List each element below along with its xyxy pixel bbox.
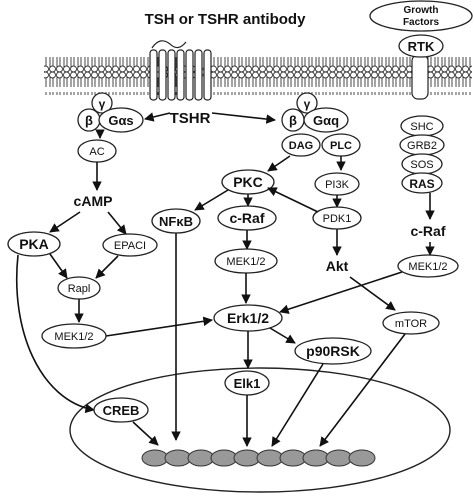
edge-erk-p90rsk xyxy=(269,327,296,344)
mek-left-node: MEK1/2 xyxy=(41,323,107,349)
erk-label: Erk1/2 xyxy=(227,310,269,326)
edge-pka-rapi xyxy=(49,253,68,279)
elk1-label: Elk1 xyxy=(234,376,261,391)
mek-right-node: MEK1/2 xyxy=(397,254,459,278)
shc-label: SHC xyxy=(410,121,433,133)
rapi-label: Rapl xyxy=(68,283,91,295)
pkc-node: PKC xyxy=(221,169,275,195)
camp-label: cAMP xyxy=(74,193,113,209)
shc-node: SHC xyxy=(400,115,444,137)
edge-akt-mtor xyxy=(349,276,396,311)
erk-node: Erk1/2 xyxy=(213,304,283,332)
mek-mid-label: MEK1/2 xyxy=(226,256,265,268)
epaci-node: EPACI xyxy=(102,233,158,257)
mtor-label: mTOR xyxy=(395,318,427,330)
ac-label: AC xyxy=(89,146,104,158)
akt-label: Akt xyxy=(326,258,349,274)
edge-pkc-nfkb xyxy=(194,189,229,211)
dag-node: DAG xyxy=(281,133,321,157)
mtor-node: mTOR xyxy=(382,311,440,335)
elk1-node: Elk1 xyxy=(224,370,270,396)
mek-mid-node: MEK1/2 xyxy=(214,248,278,274)
rapi-node: Rapl xyxy=(57,276,101,300)
pdk1-node: PDK1 xyxy=(312,206,362,230)
ac-node: AC xyxy=(77,139,117,163)
edge-dag-pkc xyxy=(267,155,291,172)
edge-mek-right-erk xyxy=(279,271,403,314)
mek-left-label: MEK1/2 xyxy=(54,331,93,343)
mek-right-label: MEK1/2 xyxy=(408,261,447,273)
diagram-title: TSH or TSHR antibody xyxy=(145,11,306,28)
gas-label: Gαs xyxy=(108,113,133,128)
edge-creb-dna xyxy=(132,421,159,446)
chromatin-strand xyxy=(141,449,376,467)
sos-node: SOS xyxy=(401,153,443,175)
rtk-label: RTK xyxy=(408,39,435,54)
craf-mid-label: c-Raf xyxy=(229,210,264,226)
plc-label: PLC xyxy=(330,140,352,152)
pdk1-label: PDK1 xyxy=(323,213,352,225)
p90rsk-node: p90RSK xyxy=(294,337,372,365)
pi3k-label: PI3K xyxy=(325,179,350,191)
growth-factors-node: Growth Factors xyxy=(369,0,473,32)
tshr-receptor-helices xyxy=(149,40,212,101)
g-protein-right: γ β Gαq xyxy=(281,92,349,133)
edge-mtor-dna xyxy=(319,333,406,447)
gamma-left-label: γ xyxy=(99,97,106,111)
gamma-right-label: γ xyxy=(304,97,311,111)
sos-label: SOS xyxy=(410,159,433,171)
edge-mek-left-erk xyxy=(105,316,213,337)
nfkb-label: NFκB xyxy=(159,214,193,229)
epaci-label: EPACI xyxy=(114,240,146,252)
edge-tshr-gas xyxy=(144,112,171,122)
craf-right-label: c-Raf xyxy=(410,223,445,239)
nucleus xyxy=(69,367,451,493)
growth-factors-line1: Growth xyxy=(404,5,439,16)
edge-pdk1-pkc xyxy=(267,187,319,213)
growth-factors-line2: Factors xyxy=(403,17,440,28)
tshr-label: TSHR xyxy=(170,110,211,127)
pi3k-node: PI3K xyxy=(314,172,360,196)
p90rsk-label: p90RSK xyxy=(306,343,360,359)
pka-label: PKA xyxy=(19,236,49,252)
craf-mid-node: c-Raf xyxy=(217,205,277,231)
pka-node: PKA xyxy=(7,231,61,257)
g-protein-left: γ β Gαs xyxy=(77,92,144,133)
pkc-label: PKC xyxy=(233,174,263,190)
ras-node: RAS xyxy=(401,172,443,194)
plc-node: PLC xyxy=(321,133,361,157)
rtk-node: RTK xyxy=(398,34,444,58)
beta-left-label: β xyxy=(85,113,93,128)
edge-tshr-gaq xyxy=(211,112,276,124)
edge-pka-creb xyxy=(15,254,95,414)
grb2-label: GRB2 xyxy=(407,140,437,152)
ras-label: RAS xyxy=(409,177,434,191)
edge-epaci-rapi xyxy=(95,255,119,279)
creb-label: CREB xyxy=(103,403,140,418)
beta-right-label: β xyxy=(289,113,297,128)
edge-p90rsk-dna xyxy=(271,363,324,447)
grb2-node: GRB2 xyxy=(399,134,445,156)
gaq-label: Gαq xyxy=(313,113,339,128)
edge-camp-pka xyxy=(49,211,81,233)
edge-camp-epaci xyxy=(107,211,127,235)
rtk-receptor-body xyxy=(411,54,429,100)
creb-node: CREB xyxy=(93,397,149,423)
dag-label: DAG xyxy=(289,140,313,152)
cell-membrane xyxy=(44,57,472,95)
nfkb-node: NFκB xyxy=(151,208,201,234)
